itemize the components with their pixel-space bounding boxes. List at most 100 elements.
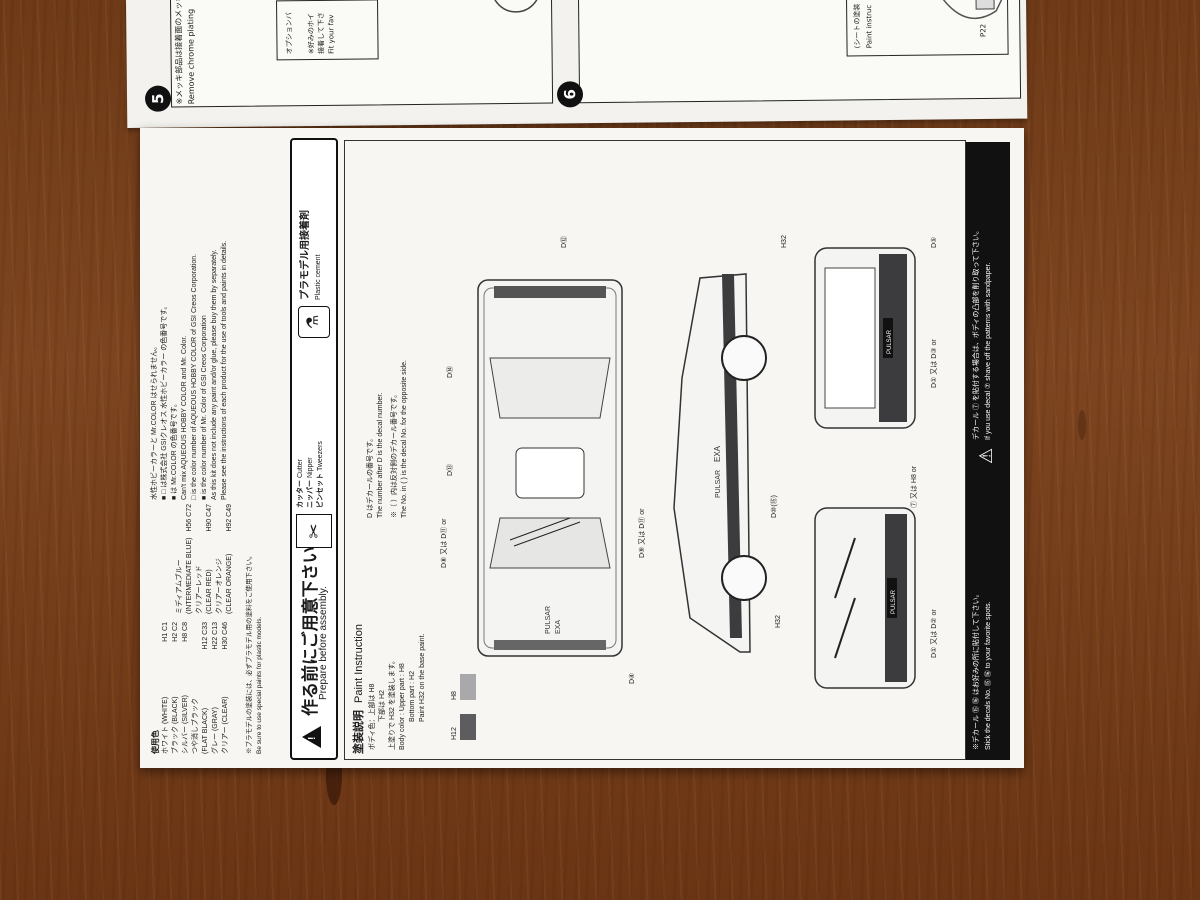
option-title: オプションパ	[285, 12, 294, 55]
paint-footnote-jp: ※プラモデルの塗装には、必ずプラモデル用の塗料をご使用下さい。	[246, 552, 253, 755]
paint-colors-col2: ミディアムブルー (INTERMEDIATE BLUE) H56 C72 クリア…	[175, 504, 235, 614]
swatch-silver	[460, 674, 476, 700]
warning-triangle-icon: ⚠	[976, 447, 996, 464]
paint-colors-list: ホワイト (WHITE) H1 C1 ブラック (BLACK) H2 C2 シル…	[161, 504, 235, 754]
decal-h32b: H32	[781, 235, 788, 248]
decal-d1b: D① 又は D③ or	[931, 339, 938, 388]
color-row: シルバー (SILVER) H8 C8	[181, 622, 191, 754]
bottom-note-en2: If you use decal ⑦ shave off the pattern…	[985, 262, 992, 440]
color-code: H1 C1	[162, 622, 169, 642]
body-color-en3: Paint H32 on the base paint.	[419, 633, 426, 722]
swatch-dark	[460, 714, 476, 740]
color-row: ミディアムブルー	[175, 504, 185, 614]
cement-en: Plastic cement	[315, 254, 322, 300]
car-top-exa-label: EXA	[555, 620, 562, 634]
chrome-note-en: Remove chrome plating	[186, 8, 197, 105]
decal-d1a: D① 又は D② or	[931, 609, 938, 658]
top-instruction-sheet: 5 6 ※メッキ部品は接着面のメッキ Remove chrome plating…	[126, 0, 1028, 128]
tool-tweezers-jp: ピンセット	[317, 473, 324, 508]
tool-nipper-en: Nipper	[307, 457, 314, 479]
color-row: (CLEAR ORANGE) H92 C49	[225, 504, 235, 614]
mr-color-note: ■ は Mr.COLOR の色番号です。	[171, 400, 178, 500]
mr-color-note: Can't mix AQUEOUS HOBBY COLOR and Mr. Co…	[181, 335, 188, 500]
color-row: (INTERMEDIATE BLUE) H56 C72	[185, 504, 195, 614]
tool-cutter-en: Cutter	[297, 458, 304, 479]
paint-instruction-title-jp: 塗装説明	[353, 710, 365, 754]
color-code: H30 C46	[222, 622, 229, 650]
decal-notes: D はデカールの番号です。 The number after D is the …	[366, 148, 410, 518]
color-name: シルバー (SILVER)	[182, 695, 189, 754]
decal-d10: D⑩(⑮)	[771, 495, 778, 518]
body-color-jp: ボディ色：上部は H8	[369, 683, 376, 750]
car-side-view: PULSAR EXA	[673, 273, 767, 653]
mr-color-note: As this kit does not include any paint a…	[211, 249, 218, 500]
bottom-note-bar: ※デカール ⑮ ⑯ はお好みの所に貼付して下さい。 Stick the deca…	[966, 142, 1010, 760]
mr-color-note: ■ is the color number of Mr. Color of GS…	[201, 315, 208, 500]
color-row: クリアーオレンジ	[215, 504, 225, 614]
color-name: ブラック (BLACK)	[172, 696, 179, 754]
car-top-view: PULSAR EXA	[477, 279, 623, 657]
rotated-content: 使用色 ホワイト (WHITE) H1 C1 ブラック (BLACK) H2 C…	[140, 128, 1024, 768]
color-name: グレー (GRAY)	[212, 707, 219, 754]
color-row: つや消しブラック	[191, 622, 201, 754]
tool-cutter-jp: カッター	[297, 480, 304, 508]
decal-d5: D⑤	[931, 236, 938, 248]
color-name: (CLEAR RED)	[206, 569, 213, 614]
decal-d13: D⑬	[447, 463, 454, 476]
paint-instruction-title: 塗装説明 Paint Instruction	[350, 624, 366, 754]
decal-d9: D⑨ 又は D⑪ or	[639, 508, 646, 558]
step-5-number: 5	[144, 85, 172, 112]
decal-d12: D⑫	[561, 235, 568, 248]
mr-color-notes: 水性ホビーカラーと Mr.COLOR はせられません。 ■ □ は株式会社 GS…	[150, 140, 300, 500]
color-code: H22 C13	[212, 622, 219, 650]
color-code: H90 C47	[206, 504, 213, 532]
color-name: ホワイト (WHITE)	[162, 696, 169, 754]
wood-knot	[1078, 410, 1086, 440]
color-row: (CLEAR RED) H90 C47	[205, 504, 215, 614]
decal-d8: D⑧ 又は D⑪ or	[441, 518, 448, 568]
paint-instruction-title-en: Paint Instruction	[353, 624, 365, 703]
paint-footnote-en: Be sure to use special paints for plasti…	[256, 616, 263, 754]
part-sketch	[940, 0, 1003, 20]
color-row: ホワイト (WHITE) H1 C1	[161, 622, 171, 754]
option-line3: Fit your fav	[327, 14, 336, 54]
prepare-header: ! 作る前にご用意下さい Prepare before assembly. ✂ …	[290, 138, 338, 760]
color-name: クリアーオレンジ	[216, 558, 223, 614]
color-name: クリアーレッド	[196, 565, 203, 614]
mr-color-note: ■ □ は株式会社 GSIクレオス 水性ホビーカラー の色番号です。	[161, 302, 168, 500]
option-line2: 接着して下さ	[317, 12, 326, 54]
color-row: (FLAT BLACK) H12 C33	[201, 622, 211, 754]
color-code: H8 C8	[182, 622, 189, 642]
body-color-en2: Bottom part : H2	[409, 671, 416, 722]
swatch-silver-label: H8	[451, 691, 458, 700]
paint-colors-col1: ホワイト (WHITE) H1 C1 ブラック (BLACK) H2 C2 シル…	[161, 622, 235, 754]
car-rear-view: PULSAR	[814, 247, 916, 429]
body-color-notes: ボディ色：上部は H8 下部は H2 上塗りで H32 を塗装します。 Body…	[368, 590, 428, 750]
color-name: (FLAT BLACK)	[202, 707, 209, 754]
swatch-silver-group: H8	[450, 674, 476, 700]
option-line1: ※好みのホイ	[307, 13, 316, 55]
decal-h32a: H32	[775, 615, 782, 628]
color-name: (INTERMEDIATE BLUE)	[186, 537, 193, 615]
mr-color-note: Please see the instructions of each prod…	[221, 240, 228, 500]
glue-icon: ⚗	[298, 306, 330, 338]
color-code: H56 C72	[186, 504, 193, 532]
opposite-note-en: The No. in ( ) is the decal No. for the …	[401, 360, 408, 518]
warning-icon: !	[302, 726, 321, 748]
car-side-pulsar-label: PULSAR	[715, 470, 722, 498]
chrome-note-jp: ※メッキ部品は接着面のメッキ	[173, 0, 185, 105]
mr-color-note: 水性ホビーカラーと Mr.COLOR はせられません。	[151, 342, 158, 500]
swatch-dark-group: H12	[450, 714, 476, 740]
decal-d4: D④	[629, 672, 636, 684]
prepare-title-en: Prepare before assembly.	[318, 586, 329, 700]
opposite-note-jp: ※（ ）内は反対側のデカール番号です。	[391, 390, 398, 518]
color-code: H2 C2	[172, 622, 179, 642]
color-row: クリアーレッド	[195, 504, 205, 614]
cement-jp: プラモデル用接着剤	[300, 210, 311, 300]
car-side-exa-label: EXA	[713, 445, 722, 462]
tools-icon: ✂	[296, 514, 332, 548]
color-code: H92 C49	[226, 504, 233, 532]
car-front-pulsar-label: PULSAR	[891, 589, 897, 614]
paint-colors-title: 使用色	[151, 730, 160, 754]
body-color-jp2: 下部は H2	[379, 690, 386, 722]
